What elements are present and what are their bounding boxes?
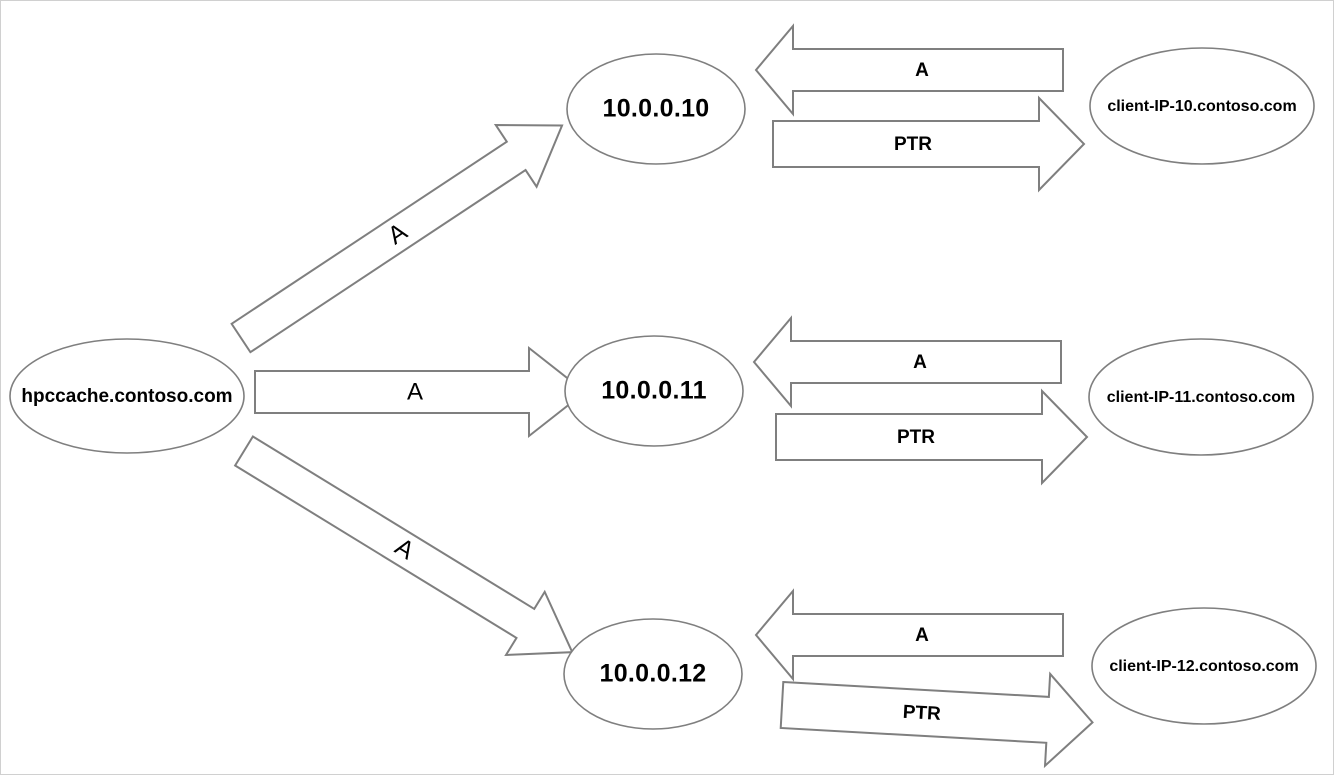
node-ip-11[interactable]: 10.0.0.11 bbox=[564, 335, 744, 447]
ip-11-ellipse bbox=[564, 335, 744, 447]
node-hpccache[interactable]: hpccache.contoso.com bbox=[9, 338, 245, 454]
node-ip-12[interactable]: 10.0.0.12 bbox=[563, 618, 743, 730]
edge-a-top-arrow bbox=[230, 123, 564, 354]
edge-a-middle-label: A bbox=[407, 378, 423, 405]
edge-a-top[interactable]: A bbox=[221, 95, 583, 369]
node-client-11[interactable]: client-IP-11.contoso.com bbox=[1088, 338, 1314, 456]
edge-ptr-12[interactable]: PTR bbox=[779, 659, 1095, 769]
edge-a-rev-10-label: A bbox=[915, 60, 929, 81]
edge-a-rev-12-arrow bbox=[754, 588, 1064, 682]
hpccache-ellipse bbox=[9, 338, 245, 454]
edge-a-middle-arrow bbox=[254, 345, 587, 439]
edge-ptr-12-label: PTR bbox=[902, 702, 941, 725]
edge-a-rev-11-label: A bbox=[913, 352, 927, 373]
edge-a-bottom[interactable]: A bbox=[225, 419, 592, 683]
edge-ptr-10-arrow bbox=[772, 95, 1086, 193]
ip-10-label: 10.0.0.10 bbox=[603, 95, 710, 123]
ip-11-label: 10.0.0.11 bbox=[601, 377, 707, 405]
edge-a-middle[interactable]: A bbox=[254, 345, 587, 439]
edge-ptr-11[interactable]: PTR bbox=[775, 388, 1089, 486]
client-10-label: client-IP-10.contoso.com bbox=[1107, 98, 1296, 115]
ip-12-label: 10.0.0.12 bbox=[600, 660, 707, 688]
ip-12-ellipse bbox=[563, 618, 743, 730]
edge-a-rev-11[interactable]: A bbox=[752, 315, 1062, 409]
edge-a-rev-11-arrow bbox=[752, 315, 1062, 409]
edge-a-bottom-arrow bbox=[233, 435, 574, 657]
client-11-ellipse bbox=[1088, 338, 1314, 456]
client-11-label: client-IP-11.contoso.com bbox=[1107, 389, 1295, 406]
node-client-10[interactable]: client-IP-10.contoso.com bbox=[1089, 47, 1315, 165]
node-client-12[interactable]: client-IP-12.contoso.com bbox=[1091, 607, 1317, 725]
edge-a-rev-10-arrow bbox=[754, 23, 1064, 117]
client-10-ellipse bbox=[1089, 47, 1315, 165]
edge-a-rev-12-label: A bbox=[915, 625, 929, 646]
edge-ptr-11-label: PTR bbox=[897, 427, 935, 448]
edge-a-rev-12[interactable]: A bbox=[754, 588, 1064, 682]
node-ip-10[interactable]: 10.0.0.10 bbox=[566, 53, 746, 165]
edge-ptr-12-arrow bbox=[779, 671, 1094, 769]
edge-a-rev-10[interactable]: A bbox=[754, 23, 1064, 117]
edge-ptr-10-label: PTR bbox=[894, 134, 932, 155]
client-12-label: client-IP-12.contoso.com bbox=[1109, 658, 1298, 675]
edge-ptr-10[interactable]: PTR bbox=[772, 95, 1086, 193]
edge-ptr-11-arrow bbox=[775, 388, 1089, 486]
hpccache-label: hpccache.contoso.com bbox=[21, 386, 232, 407]
client-12-ellipse bbox=[1091, 607, 1317, 725]
ip-10-ellipse bbox=[566, 53, 746, 165]
